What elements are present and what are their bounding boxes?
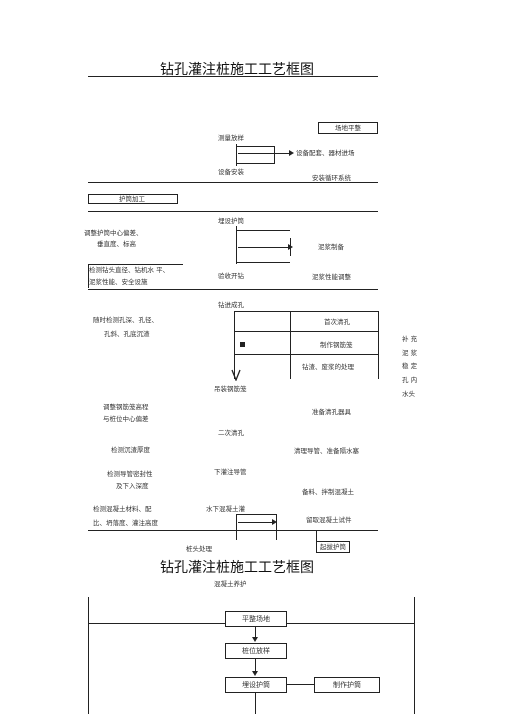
flow-line bbox=[236, 514, 276, 515]
step-side-note-3: 稳 定 bbox=[402, 362, 418, 370]
flow-line bbox=[290, 311, 291, 379]
page-title-2: 钻孔灌注桩施工工艺框图 bbox=[160, 560, 314, 576]
flow-line bbox=[234, 354, 378, 355]
step-side-note-5: 水头 bbox=[402, 390, 415, 398]
arrow-down-icon bbox=[252, 671, 258, 676]
flow-line bbox=[88, 182, 378, 183]
flow-line bbox=[274, 146, 275, 164]
step-mud-making: 泥浆制备 bbox=[318, 243, 344, 251]
page-title: 钻孔灌注桩施工工艺框图 bbox=[160, 62, 314, 78]
step-fabricate: 制作护筒 bbox=[314, 677, 380, 693]
flow-line bbox=[234, 311, 378, 312]
step-equip-install: 设备安装 bbox=[218, 168, 244, 176]
flow-line bbox=[255, 692, 256, 714]
flow-line bbox=[255, 626, 256, 640]
junction-marker-icon bbox=[240, 342, 245, 347]
step-sample: 留取混凝土试件 bbox=[306, 516, 352, 524]
step-casing-embed: 埋设护筒 bbox=[218, 217, 244, 225]
frame-line bbox=[285, 623, 414, 624]
flow-line bbox=[236, 514, 237, 540]
step-survey-layout: 测量放样 bbox=[218, 134, 244, 142]
flow-line bbox=[234, 331, 378, 332]
flow-line bbox=[88, 264, 183, 265]
step-cage-fab: 制作钢筋笼 bbox=[320, 341, 353, 349]
step-embed: 埋设护筒 bbox=[225, 677, 287, 693]
step-check-drill-1: 检测钻头直径、钻机水 平、 bbox=[89, 266, 170, 274]
flow-line bbox=[238, 153, 290, 154]
step-first-clean: 首次清孔 bbox=[324, 318, 350, 326]
frame-line bbox=[88, 623, 225, 624]
step-curing: 混凝土养护 bbox=[214, 580, 247, 588]
title-underline bbox=[88, 76, 378, 77]
step-underwater-pour: 水下混凝土灌 bbox=[206, 505, 245, 513]
step-prep-pipe: 清理导管、准备隔水塞 bbox=[294, 447, 359, 455]
step-drill-hole: 钻进成孔 bbox=[218, 301, 244, 309]
flow-line bbox=[236, 163, 274, 164]
arrow-down-icon bbox=[252, 637, 258, 642]
step-layout: 桩位放样 bbox=[225, 643, 287, 659]
step-site-leveling: 场地平整 bbox=[318, 122, 378, 134]
step-casing-adjust-1: 调整护筒中心偏差、 bbox=[84, 229, 143, 237]
step-side-note-2: 泥 浆 bbox=[402, 349, 418, 357]
flow-line bbox=[236, 262, 290, 263]
step-side-note-1: 补 充 bbox=[402, 335, 418, 343]
frame-line bbox=[414, 597, 415, 714]
step-check-sediment: 检测沉渣厚度 bbox=[111, 446, 150, 454]
arrow-right-icon bbox=[289, 150, 294, 156]
step-inspect-drill: 验收开钻 bbox=[218, 272, 244, 280]
step-check-concrete-2: 比、坍落度、灌注高度 bbox=[93, 519, 158, 527]
step-monitor-1: 随时检测孔深、孔径、 bbox=[93, 316, 158, 324]
step-pile-head: 桩头处理 bbox=[186, 545, 212, 553]
step-side-note-4: 孔 内 bbox=[402, 376, 418, 384]
flow-line bbox=[88, 289, 378, 290]
step-check-drill-2: 泥浆性能、安全设施 bbox=[89, 278, 148, 286]
down-arrow-icon bbox=[231, 369, 241, 381]
step-check-pipe-2: 及下入深度 bbox=[116, 482, 149, 490]
step-mud-adjust: 泥浆性能调整 bbox=[312, 273, 351, 281]
flow-line bbox=[88, 211, 378, 212]
step-casing-fab: 护筒加工 bbox=[88, 194, 178, 204]
step-check-concrete-1: 检测混凝土材料、配 bbox=[93, 505, 152, 513]
flow-line bbox=[234, 311, 235, 379]
step-leveling: 平整场地 bbox=[225, 611, 287, 627]
step-second-clean: 二次清孔 bbox=[218, 429, 244, 437]
step-mix-concrete: 备料、拌制混凝土 bbox=[302, 488, 354, 496]
flow-line bbox=[238, 522, 274, 523]
step-slag-mud: 钻渣、废浆的处理 bbox=[302, 363, 354, 371]
flow-line bbox=[378, 311, 379, 379]
step-cage-hoist: 吊装钢筋笼 bbox=[214, 385, 247, 393]
step-check-pipe-1: 检测导管密封性 bbox=[107, 470, 153, 478]
frame-line bbox=[88, 597, 89, 714]
step-casing-adjust-2: 垂直度、标高 bbox=[97, 240, 136, 248]
flow-line bbox=[290, 238, 291, 256]
step-cage-adjust-1: 调整钢筋笼高程 bbox=[103, 403, 149, 411]
step-equip-prep: 设备配套、器材进场 bbox=[296, 149, 355, 157]
flow-line bbox=[236, 144, 237, 166]
flow-line bbox=[238, 247, 288, 248]
flow-line bbox=[276, 514, 277, 540]
flow-line bbox=[88, 530, 378, 531]
step-monitor-2: 孔斜、孔底沉渣 bbox=[104, 330, 150, 338]
flow-line bbox=[236, 226, 237, 264]
arrow-right-icon bbox=[272, 519, 277, 525]
step-clean-tools: 准备清孔器具 bbox=[312, 408, 351, 416]
flow-line bbox=[236, 146, 274, 147]
flow-line bbox=[236, 230, 290, 231]
flow-line bbox=[88, 264, 89, 288]
step-cage-adjust-2: 与桩位中心偏差 bbox=[103, 415, 149, 423]
step-lower-pipe: 下灌注导管 bbox=[214, 468, 247, 476]
flow-line bbox=[286, 684, 314, 685]
step-pull-casing: 起拔护筒 bbox=[316, 541, 350, 553]
flow-line bbox=[255, 658, 256, 674]
step-circulation: 安装循环系统 bbox=[312, 174, 351, 182]
